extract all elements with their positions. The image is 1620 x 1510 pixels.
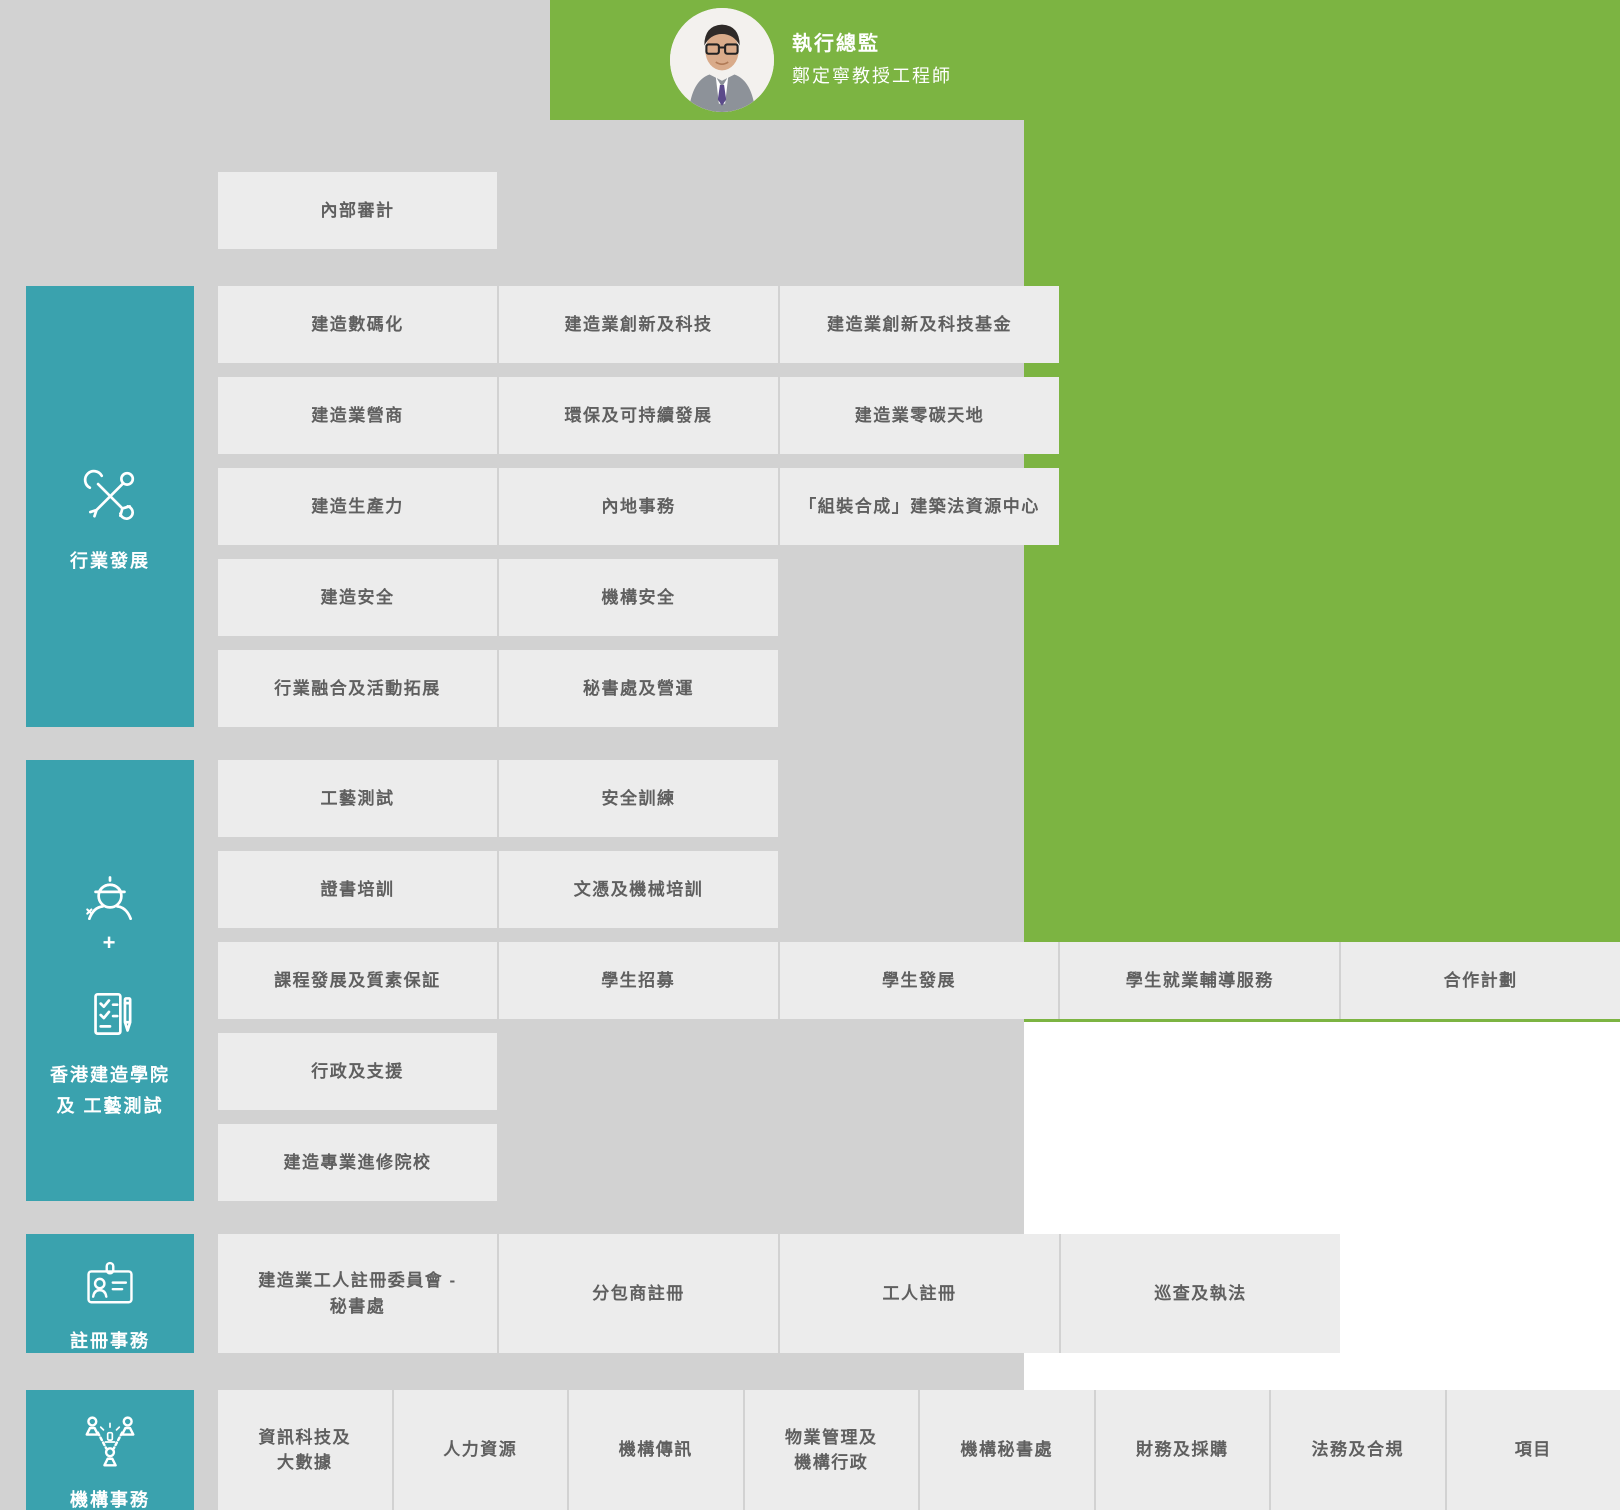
construction-worker-icon	[79, 840, 141, 930]
dept-box: 建造業創新及科技基金	[780, 286, 1059, 363]
sidebar-label: 註冊事務	[70, 1330, 150, 1351]
dept-row: 建造業工人註冊委員會 - 秘書處 分包商註冊 工人註冊 巡查及執法	[218, 1234, 1340, 1353]
dept-box: 建造生產力	[218, 468, 497, 545]
dept-box: 建造安全	[218, 559, 497, 636]
dept-box: 行政及支援	[218, 1033, 497, 1110]
dept-box: 巡查及執法	[1061, 1234, 1340, 1353]
dept-box: 環保及可持續發展	[499, 377, 778, 454]
dept-box: 建造專業進修院校	[218, 1124, 497, 1201]
dept-row: 行政及支援	[218, 1033, 497, 1110]
director-title: 執行總監	[792, 33, 880, 55]
dept-row: 工藝測試 安全訓練	[218, 760, 778, 837]
dept-box: 課程發展及質素保証	[218, 942, 497, 1019]
dept-box: 證書培訓	[218, 851, 497, 928]
director-portrait-graphic	[670, 8, 774, 112]
dept-box: 工人註冊	[780, 1234, 1059, 1353]
dept-box: 建造業營商	[218, 377, 497, 454]
dept-box: 法務及合規	[1271, 1390, 1445, 1510]
dept-row: 行業融合及活動拓展 秘書處及營運	[218, 650, 778, 727]
dept-box: 文憑及機械培訓	[499, 851, 778, 928]
checklist-pencil-icon	[79, 960, 141, 1048]
green-right-panel	[1024, 0, 1620, 1022]
dept-row: 課程發展及質素保証 學生招募 學生發展 學生就業輔導服務 合作計劃	[218, 942, 1620, 1019]
sidebar-label: 行業發展	[70, 551, 150, 572]
dept-box: 學生就業輔導服務	[1060, 942, 1340, 1019]
director-name: 鄭定寧教授工程師	[792, 66, 952, 86]
dept-box: 行業融合及活動拓展	[218, 650, 497, 727]
dept-box-internal-audit: 內部審計	[218, 172, 497, 249]
dept-box: 物業管理及 機構行政	[744, 1390, 918, 1510]
id-badge-icon	[82, 1231, 138, 1318]
dept-box: 工藝測試	[218, 760, 497, 837]
dept-box: 建造業工人註冊委員會 - 秘書處	[218, 1234, 497, 1353]
dept-box: 建造業零碳天地	[780, 377, 1059, 454]
dept-box: 學生招募	[498, 942, 778, 1019]
sidebar-section-industry-development: 行業發展	[26, 286, 194, 727]
sidebar-section-hkic-trade-testing: + 香港建造學院 及 工藝測試	[26, 760, 194, 1201]
dept-box: 建造業創新及科技	[499, 286, 778, 363]
dept-box: 學生發展	[779, 942, 1059, 1019]
dept-row: 建造業營商 環保及可持續發展 建造業零碳天地	[218, 377, 1059, 454]
dept-box: 機構傳訊	[569, 1390, 743, 1510]
dept-box: 秘書處及營運	[499, 650, 778, 727]
dept-box: 「組裝合成」建築法資源中心	[780, 468, 1059, 545]
dept-row: 建造專業進修院校	[218, 1124, 497, 1201]
dept-box: 內地事務	[499, 468, 778, 545]
dept-box: 機構秘書處	[920, 1390, 1094, 1510]
people-network-icon	[80, 1385, 140, 1479]
dept-row: 建造生產力 內地事務 「組裝合成」建築法資源中心	[218, 468, 1059, 545]
sidebar-section-corporate-services: 機構事務	[26, 1390, 194, 1510]
director-header: 執行總監 鄭定寧教授工程師	[792, 30, 952, 89]
internal-audit-row: 內部審計	[218, 172, 497, 249]
director-photo	[670, 8, 774, 112]
dept-box: 合作計劃	[1341, 942, 1620, 1019]
dept-box: 財務及採購	[1095, 1390, 1269, 1510]
dept-row: 證書培訓 文憑及機械培訓	[218, 851, 778, 928]
sidebar-label: 機構事務	[70, 1489, 150, 1510]
dept-row: 建造數碼化 建造業創新及科技 建造業創新及科技基金	[218, 286, 1059, 363]
plus-sign: +	[102, 929, 118, 955]
dept-row: 建造安全 機構安全	[218, 559, 778, 636]
dept-box: 建造數碼化	[218, 286, 497, 363]
dept-box: 分包商註冊	[499, 1234, 778, 1353]
dept-box: 人力資源	[393, 1390, 567, 1510]
dept-box: 項目	[1446, 1390, 1620, 1510]
dept-row: 資訊科技及 大數據 人力資源 機構傳訊 物業管理及 機構行政 機構秘書處 財務及…	[218, 1390, 1620, 1510]
dept-box: 安全訓練	[499, 760, 778, 837]
sidebar-section-registration-services: 註冊事務	[26, 1234, 194, 1353]
sidebar-label: 香港建造學院 及 工藝測試	[50, 1065, 170, 1116]
dept-box: 機構安全	[499, 559, 778, 636]
dept-box: 資訊科技及 大數據	[218, 1390, 392, 1510]
crossed-tools-icon	[81, 436, 139, 534]
